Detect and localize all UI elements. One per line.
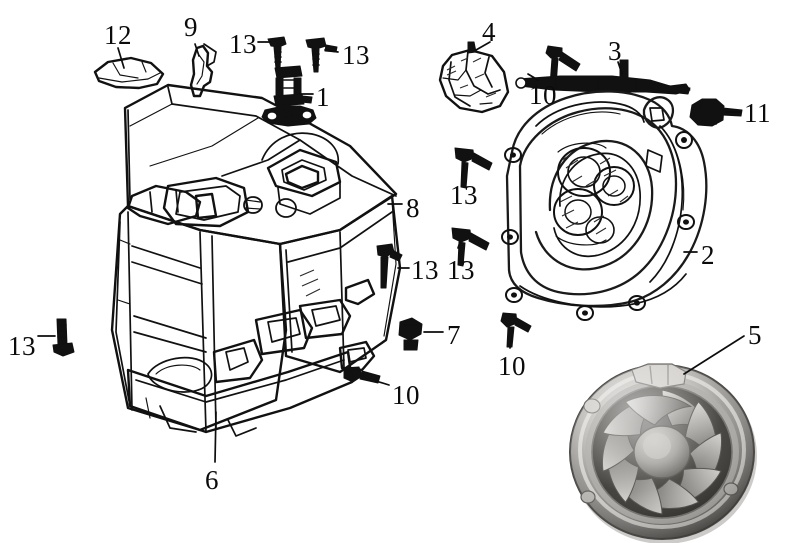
callout-9[interactable]: 9 xyxy=(184,12,198,42)
callout-7[interactable]: 7 xyxy=(447,320,461,350)
part-13-flange-bolt-f xyxy=(52,318,75,357)
callout-11[interactable]: 11 xyxy=(744,98,771,128)
callout-2[interactable]: 2 xyxy=(701,240,715,270)
cover-internal-gears xyxy=(553,142,635,246)
part-4-starter-idle-gear-housing xyxy=(438,41,510,114)
callout-13-f[interactable]: 13 xyxy=(8,331,36,361)
callout-13-b[interactable]: 13 xyxy=(342,40,370,70)
callout-10-b[interactable]: 10 xyxy=(498,351,526,381)
callout-1[interactable]: 1 xyxy=(316,82,330,112)
callout-6[interactable]: 6 xyxy=(205,465,219,495)
part-12-gasket-plate xyxy=(93,56,165,90)
callout-3[interactable]: 3 xyxy=(608,36,622,66)
callout-10-a[interactable]: 10 xyxy=(529,80,557,110)
part-13-flange-bolt-a xyxy=(267,36,287,70)
callout-4[interactable]: 4 xyxy=(482,17,496,47)
part-9-tensioner-lever xyxy=(189,43,217,98)
part-7-oil-drain-fitting xyxy=(398,317,423,351)
callout-13-a[interactable]: 13 xyxy=(229,29,257,59)
part-5-cooling-fan-impeller xyxy=(569,363,757,543)
callout-8[interactable]: 8 xyxy=(406,193,420,223)
callout-13-c[interactable]: 13 xyxy=(450,180,478,210)
part-6-crankcase-body xyxy=(110,83,402,437)
callout-5[interactable]: 5 xyxy=(748,320,762,350)
cover-bolt-ears xyxy=(501,131,695,321)
callout-10-c[interactable]: 10 xyxy=(392,380,420,410)
part-10-stud-bolt-b xyxy=(500,312,532,348)
callout-13-e[interactable]: 13 xyxy=(447,255,475,285)
part-13-flange-bolt-b xyxy=(305,37,338,73)
part-3-cover-shaft-pin xyxy=(515,59,691,95)
callout-12[interactable]: 12 xyxy=(104,20,132,50)
leader-lines xyxy=(37,41,745,463)
part-2-left-crankcase-cover xyxy=(501,90,708,321)
part-1-rocker-arm-assembly xyxy=(261,65,317,127)
part-13-flange-bolt-e xyxy=(451,227,490,267)
callout-13-d[interactable]: 13 xyxy=(411,255,439,285)
